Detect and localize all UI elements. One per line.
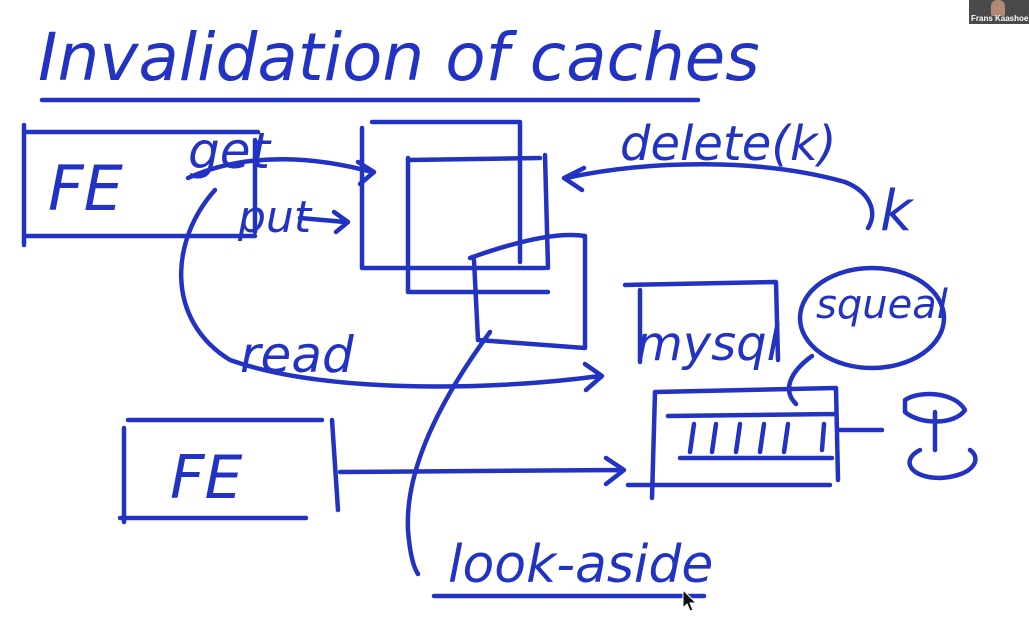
fe-top-box — [21, 122, 261, 248]
fe-bottom-box — [117, 417, 341, 525]
read-label: read — [240, 326, 354, 384]
squeal-bubble — [797, 265, 947, 371]
board-title: Invalidation of caches — [38, 19, 760, 96]
squeal-pointer — [786, 353, 815, 407]
participant-avatar-icon — [991, 0, 1005, 16]
mysql-box — [622, 279, 781, 365]
participant-video-thumbnail[interactable]: Frans Kaashoek — [969, 0, 1029, 24]
fe-top-label: FE — [48, 152, 124, 225]
read-arrow — [178, 187, 605, 393]
key-label: k — [880, 179, 915, 244]
fe-to-db-arrow — [337, 455, 627, 487]
fe-bottom-label: FE — [170, 443, 243, 513]
squeal-label: squeal — [816, 282, 948, 328]
look-aside-pointer — [405, 329, 493, 577]
cache-server-1 — [359, 119, 551, 271]
db-log-box — [625, 385, 841, 501]
mysql-label: mysql — [636, 316, 781, 372]
mouse-cursor-icon — [682, 588, 698, 612]
participant-name: Frans Kaashoek — [971, 14, 1029, 23]
cache-server-3 — [467, 232, 588, 351]
log-entries — [687, 421, 827, 455]
put-arrow — [297, 209, 351, 235]
delete-arrow — [561, 162, 875, 231]
look-aside-label: look-aside — [448, 535, 713, 595]
cache-server-2 — [405, 155, 551, 295]
disk-icon — [902, 391, 978, 481]
